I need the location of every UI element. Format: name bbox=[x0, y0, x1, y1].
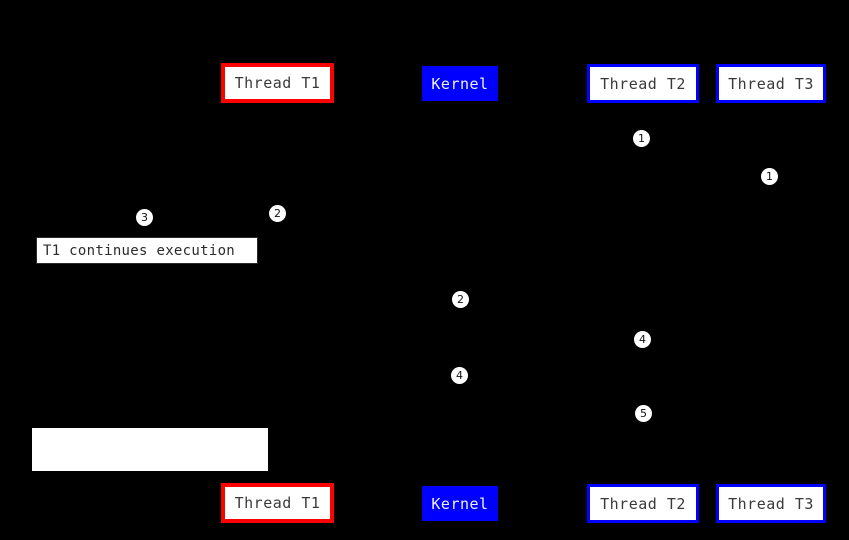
step-marker-t2-4: 4 bbox=[634, 331, 651, 348]
lifeline-tick-thread-t2-bottom bbox=[642, 480, 645, 484]
lifeline-thread-t1 bbox=[277, 103, 278, 483]
participant-thread-t3-bottom[interactable]: Thread T3 bbox=[716, 484, 826, 523]
participant-label-thread-t2-top: Thread T2 bbox=[600, 74, 686, 93]
participant-kernel-top[interactable]: Kernel bbox=[422, 66, 498, 101]
participant-label-kernel-bottom: Kernel bbox=[431, 494, 489, 513]
participant-label-thread-t3-top: Thread T3 bbox=[728, 74, 814, 93]
participant-thread-t1-top[interactable]: Thread T1 bbox=[221, 63, 334, 103]
lifeline-thread-t2 bbox=[643, 103, 644, 484]
step-marker-t3-1: 1 bbox=[761, 168, 778, 185]
lifeline-tick-thread-t3-bottom bbox=[769, 480, 772, 484]
step-marker-t1-2: 2 bbox=[269, 205, 286, 222]
participant-thread-t2-top[interactable]: Thread T2 bbox=[587, 64, 699, 103]
lifeline-tick-thread-t1-bottom bbox=[276, 480, 279, 484]
participant-label-thread-t2-bottom: Thread T2 bbox=[600, 494, 686, 513]
participant-label-thread-t3-bottom: Thread T3 bbox=[728, 494, 814, 513]
blank-message-box bbox=[32, 428, 268, 471]
lifeline-tick-thread-t1-top bbox=[276, 101, 279, 105]
participant-thread-t2-bottom[interactable]: Thread T2 bbox=[587, 484, 699, 523]
step-marker-t2-1: 1 bbox=[633, 130, 650, 147]
participant-thread-t1-bottom[interactable]: Thread T1 bbox=[221, 483, 334, 523]
lifeline-thread-t3 bbox=[770, 103, 771, 484]
participant-thread-t3-top[interactable]: Thread T3 bbox=[716, 64, 826, 103]
note-t1-continues-execution: T1 continues execution bbox=[36, 237, 258, 264]
lifeline-tick-thread-t3-top bbox=[769, 101, 772, 105]
participant-kernel-bottom[interactable]: Kernel bbox=[422, 486, 498, 521]
step-marker-t2-5: 5 bbox=[635, 405, 652, 422]
participant-label-kernel-top: Kernel bbox=[431, 74, 489, 93]
step-marker-kernel-4: 4 bbox=[451, 367, 468, 384]
participant-label-thread-t1-top: Thread T1 bbox=[234, 74, 321, 92]
step-marker-kernel-2: 2 bbox=[452, 291, 469, 308]
note-text: T1 continues execution bbox=[43, 242, 236, 259]
step-marker-t1-3: 3 bbox=[136, 209, 153, 226]
lifeline-tick-thread-t2-top bbox=[642, 101, 645, 105]
participant-label-thread-t1-bottom: Thread T1 bbox=[234, 494, 321, 512]
